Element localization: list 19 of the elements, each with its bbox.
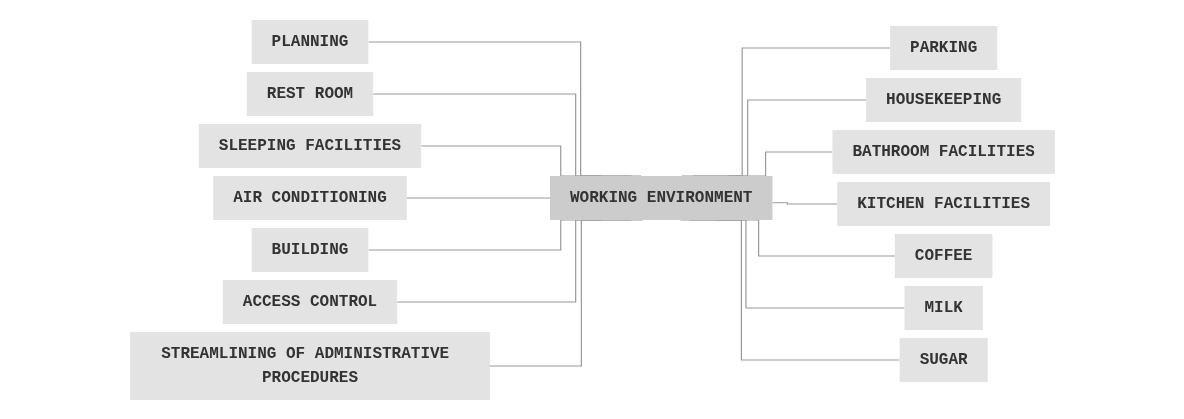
node-box: KITCHEN FACILITIES xyxy=(836,181,1050,226)
node-box: PLANNING xyxy=(251,19,368,64)
node-box: BATHROOM FACILITIES xyxy=(832,129,1055,174)
node-box: AIR CONDITIONING xyxy=(212,175,407,220)
connector xyxy=(405,196,551,199)
connector xyxy=(771,201,838,205)
node-box: PARKING xyxy=(889,25,997,70)
node-box: HOUSEKEEPING xyxy=(865,77,1021,122)
connector xyxy=(488,218,643,367)
node-box: COFFEE xyxy=(894,233,992,278)
node-box: ACCESS CONTROL xyxy=(222,279,397,324)
node-box: REST ROOM xyxy=(246,71,373,116)
node-box: SUGAR xyxy=(899,337,988,382)
node-box: STREAMLINING OF ADMINISTRATIVE PROCEDURES xyxy=(129,331,490,400)
node-box: SLEEPING FACILITIES xyxy=(198,123,421,168)
node-box: MILK xyxy=(904,285,983,330)
connector xyxy=(679,218,900,361)
node-box: BUILDING xyxy=(251,227,368,272)
node-box: WORKING ENVIRONMENT xyxy=(549,175,772,220)
